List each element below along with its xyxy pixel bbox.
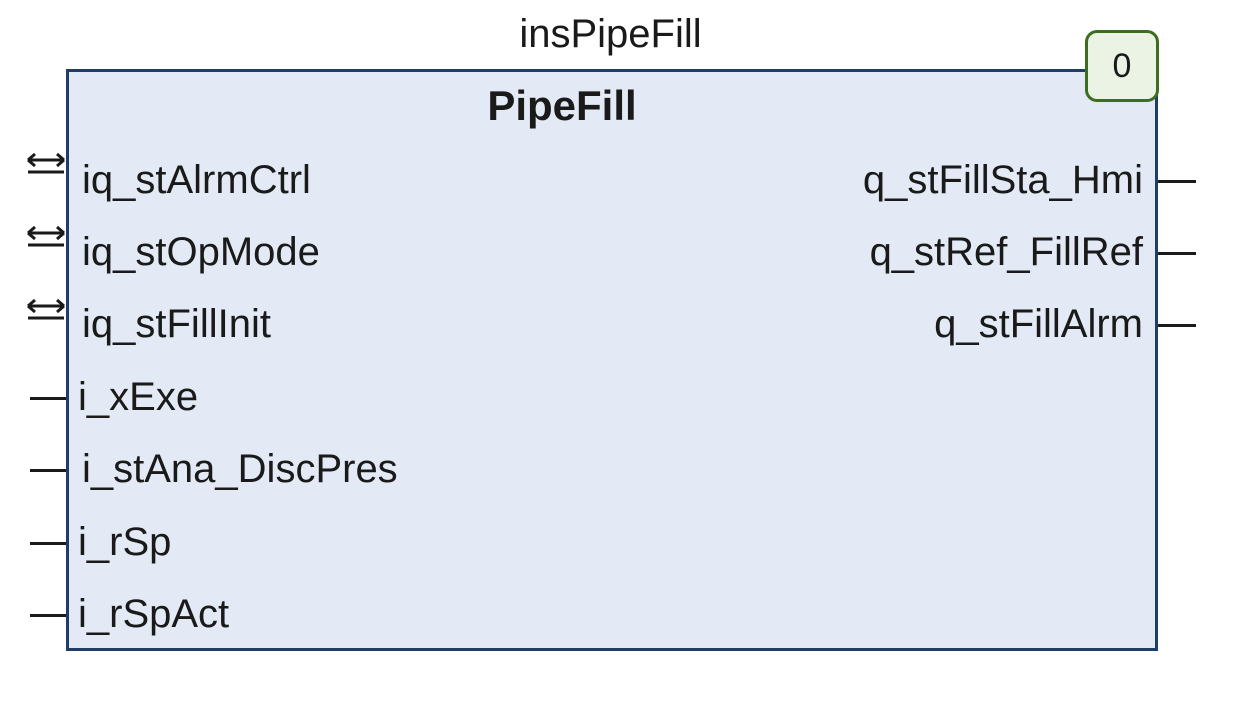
output-pin-fillalrm[interactable]: q_stFillAlrm [934, 302, 1143, 346]
function-block[interactable] [66, 69, 1158, 651]
output-wire [1158, 180, 1196, 183]
instance-name-label: insPipeFill [519, 12, 702, 56]
execution-order-label: 0 [1112, 46, 1132, 85]
input-wire [30, 397, 66, 400]
input-pin-sp[interactable]: i_rSp [78, 520, 172, 564]
input-pin-spact[interactable]: i_rSpAct [78, 592, 230, 636]
bidirectional-arrow-icon [27, 298, 65, 320]
input-wire [30, 542, 66, 545]
input-wire [30, 469, 66, 472]
output-wire [1158, 252, 1196, 255]
execution-order-badge[interactable]: 0 [1085, 30, 1159, 102]
inout-pin-fillinit[interactable]: iq_stFillInit [82, 302, 271, 346]
bidirectional-arrow-icon [27, 152, 65, 174]
output-wire [1158, 324, 1196, 327]
input-pin-discpres[interactable]: i_stAna_DiscPres [82, 447, 398, 491]
bidirectional-arrow-icon [27, 225, 65, 247]
block-type: PipeFill [66, 78, 1158, 134]
output-pin-ref-fillref[interactable]: q_stRef_FillRef [869, 230, 1143, 274]
instance-name[interactable]: insPipeFill [0, 10, 1233, 58]
output-pin-fillsta-hmi[interactable]: q_stFillSta_Hmi [862, 158, 1143, 202]
inout-pin-opmode[interactable]: iq_stOpMode [82, 230, 320, 274]
input-wire [30, 614, 66, 617]
inout-pin-alrmctrl[interactable]: iq_stAlrmCtrl [82, 158, 311, 202]
input-pin-exe[interactable]: i_xExe [78, 375, 199, 419]
block-type-label: PipeFill [487, 82, 637, 129]
